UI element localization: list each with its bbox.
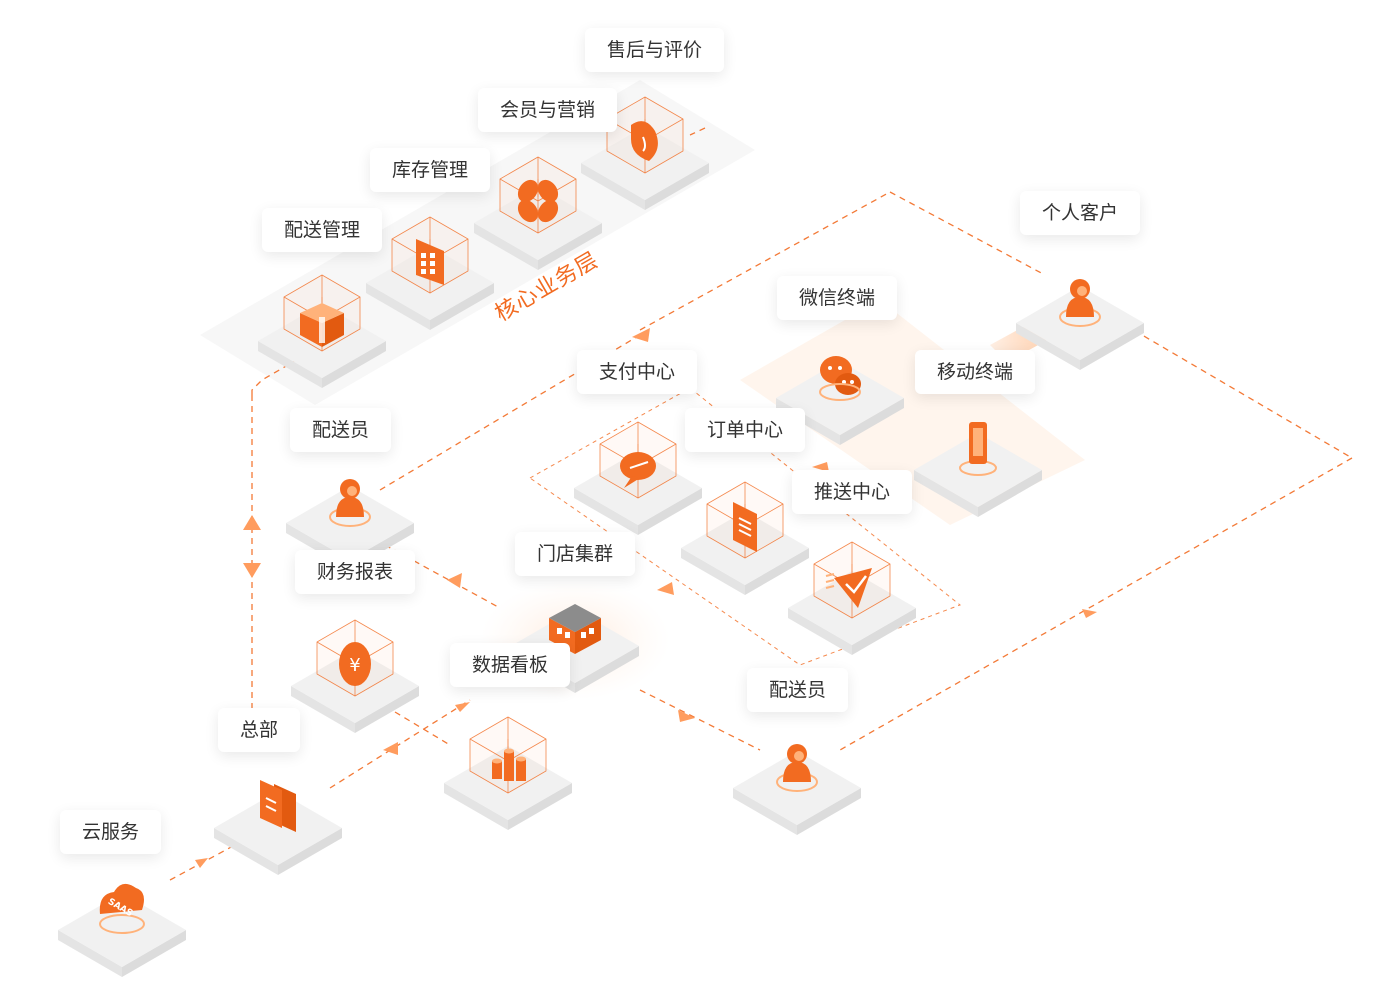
tile-side [681, 548, 745, 595]
tile-side [355, 686, 419, 733]
label-stock: 库存管理 [370, 148, 491, 192]
node-member[interactable] [474, 156, 602, 270]
person-icon [1059, 279, 1101, 327]
service-group-box [529, 387, 961, 666]
label-push: 推送中心 [792, 470, 913, 514]
label-member: 会员与营销 [478, 88, 618, 132]
wechat-icon [819, 356, 861, 401]
document-icon [733, 502, 757, 552]
tile-side [430, 283, 494, 330]
label-store: 门店集群 [515, 532, 636, 576]
tile-side [444, 783, 508, 830]
node-stock[interactable] [366, 216, 494, 330]
tile-side [575, 646, 639, 693]
tile-side [852, 608, 916, 655]
tile-side [258, 341, 322, 388]
node-order[interactable] [681, 481, 809, 595]
tile-side [291, 686, 355, 733]
label-mobile: 移动终端 [915, 350, 1036, 394]
node-delivery-mgmt[interactable] [258, 274, 386, 388]
tile-side [978, 470, 1042, 517]
tile-side [322, 341, 386, 388]
tile-side [638, 488, 702, 535]
node-customer[interactable] [1016, 279, 1144, 370]
tile-side [788, 608, 852, 655]
tile-top [776, 361, 904, 435]
node-wechat[interactable] [776, 356, 904, 445]
document-stack-icon [260, 780, 296, 832]
tile-side [214, 828, 278, 875]
tile-side [745, 548, 809, 595]
tile-side [914, 470, 978, 517]
tile-side [1080, 323, 1144, 370]
label-after-sale: 售后与评价 [585, 28, 725, 72]
tile-side [508, 783, 572, 830]
tile-top [214, 791, 342, 865]
node-mobile[interactable] [914, 422, 1042, 517]
send-icon [825, 568, 872, 608]
label-order: 订单中心 [685, 408, 806, 452]
tile-side [278, 828, 342, 875]
tile-side [122, 930, 186, 977]
tile-side [840, 398, 904, 445]
node-finance[interactable]: ¥ [291, 619, 419, 733]
person-icon [776, 744, 818, 792]
tile-side [366, 283, 430, 330]
tile-side [474, 223, 538, 270]
label-finance: 财务报表 [295, 550, 416, 594]
tile-side [538, 223, 602, 270]
node-push[interactable] [788, 541, 916, 655]
node-courier-2[interactable] [733, 744, 861, 835]
heart-tag-icon [631, 121, 658, 161]
label-payment: 支付中心 [577, 350, 698, 394]
yuan-coin-icon: ¥ [339, 642, 371, 686]
label-cloud: 云服务 [60, 810, 162, 854]
node-after-sale[interactable] [581, 96, 709, 210]
person-icon [329, 479, 371, 527]
fan-icon [517, 179, 559, 223]
tile-side [797, 788, 861, 835]
tile-side [58, 930, 122, 977]
label-courier-1: 配送员 [290, 408, 392, 452]
tile-top [58, 893, 186, 967]
gift-box-icon [300, 303, 344, 347]
tile-top [914, 433, 1042, 507]
label-hq: 总部 [218, 708, 301, 752]
tile-top [286, 486, 414, 560]
label-customer: 个人客户 [1020, 191, 1141, 235]
node-dashboard[interactable] [444, 716, 572, 830]
building-icon [416, 239, 444, 285]
flow-arrows [195, 328, 1097, 868]
tile-side [1016, 323, 1080, 370]
chat-bubble-icon [620, 452, 656, 488]
label-courier-2: 配送员 [747, 668, 849, 712]
node-cloud[interactable]: SAAS [58, 883, 186, 977]
bar-chart-icon [492, 748, 526, 781]
label-dashboard: 数据看板 [450, 643, 571, 687]
tile-top [1016, 286, 1144, 360]
tile-top [733, 751, 861, 825]
tile-side [733, 788, 797, 835]
svg-text:¥: ¥ [349, 655, 360, 676]
tile-side [645, 163, 709, 210]
tile-side [581, 163, 645, 210]
node-hq[interactable] [214, 780, 342, 875]
node-payment[interactable] [574, 421, 702, 535]
label-delivery-mgmt: 配送管理 [262, 208, 383, 252]
tile-side [574, 488, 638, 535]
mobile-phone-icon [959, 422, 997, 476]
label-wechat: 微信终端 [777, 276, 898, 320]
wireframe-cube [499, 156, 577, 234]
